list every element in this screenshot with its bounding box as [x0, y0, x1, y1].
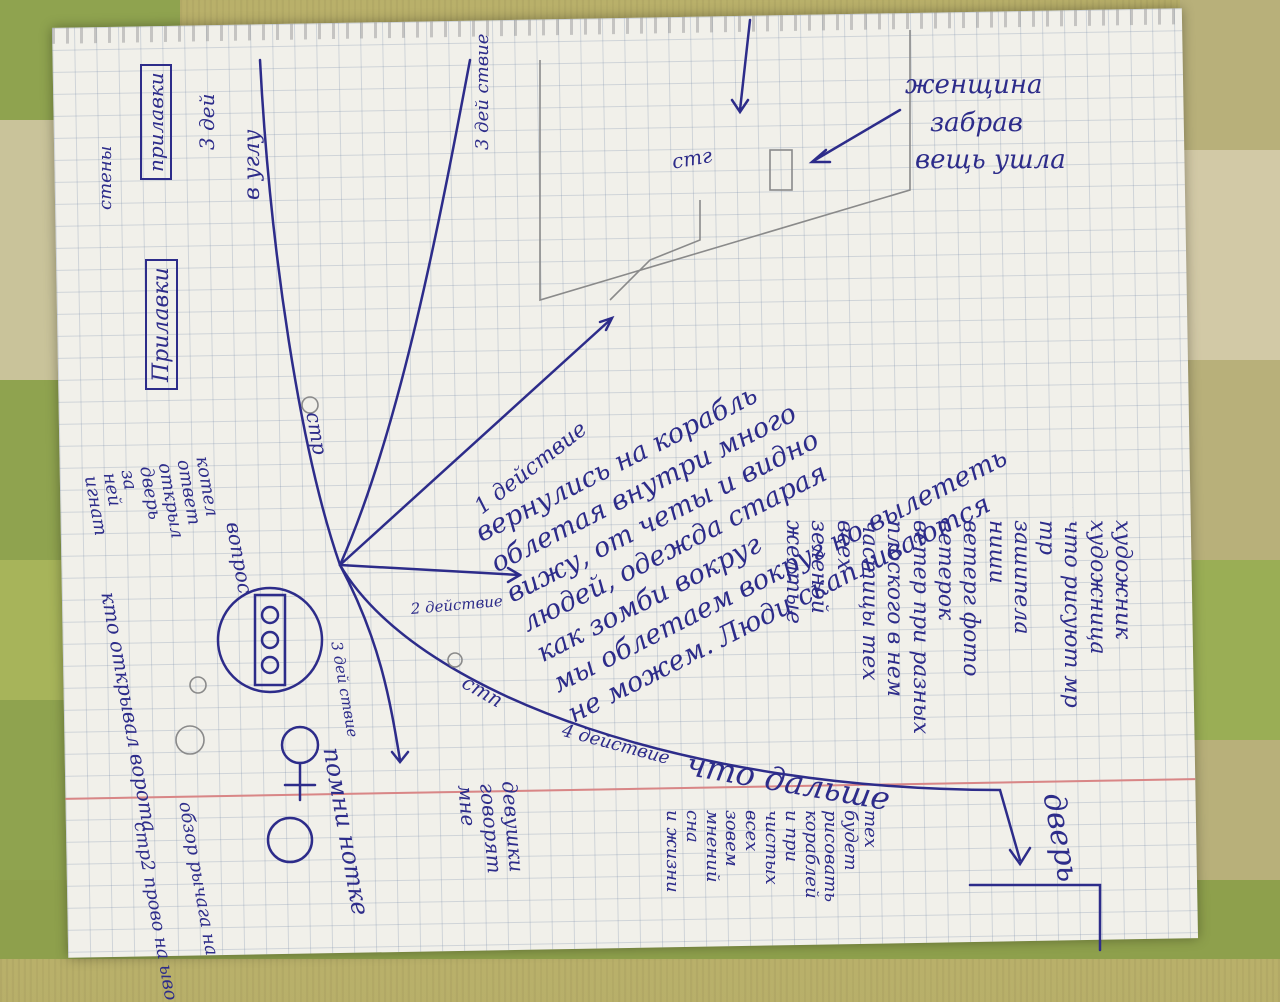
pencil-room [539, 30, 911, 302]
note-tri-dey: 3 дей [195, 93, 219, 150]
ray-4-action [338, 563, 1022, 862]
br-line: тех [860, 810, 881, 848]
ray-left [258, 58, 342, 567]
sketch-drawing [175, 18, 1102, 952]
note-steny: стены [95, 145, 116, 210]
ray-3-action [338, 563, 402, 762]
br-line: чистых [761, 810, 783, 885]
right-line: художница [1084, 520, 1110, 655]
right-line: зеленой [806, 520, 832, 614]
br-line: кораблей [800, 810, 822, 899]
traffic-light-icon [253, 593, 287, 687]
br-line: рисовать [820, 810, 842, 903]
br-line: и при [780, 810, 802, 863]
right-line: частицы тех [857, 520, 883, 681]
tablecloth-block [0, 560, 70, 700]
ray-to-top [338, 58, 472, 567]
right-paragraph: художник художница что рисуют мр тр заши… [781, 520, 1135, 734]
note-prilavki-bottom: Прилавки [145, 259, 178, 390]
br-line: и жизни [662, 810, 684, 893]
label-deystvie-top: 3 дей ствие [472, 33, 493, 150]
bottom-center-paragraph: девушки говорят мне [453, 780, 529, 877]
br-line: всех [741, 810, 763, 852]
note-woman-line1: женщина [905, 70, 1043, 100]
note-woman-line3: вещь ушла [915, 145, 1066, 175]
br-line: сна [681, 810, 703, 843]
female-symbol-icon [280, 725, 320, 765]
bottom-right-paragraph: тех будет рисовать кораблей и при чистых… [662, 810, 881, 903]
br-line: будет [840, 810, 862, 871]
right-line: всех [831, 520, 857, 571]
ray-2-action [338, 563, 522, 577]
pencil-door-icon [769, 149, 793, 191]
right-line: желтые [781, 520, 807, 624]
right-line: ветерок [932, 520, 958, 621]
circle-symbol [216, 586, 324, 694]
door-icon [968, 883, 1102, 952]
face-icon [266, 816, 314, 864]
note-prilavki-top: прилавки [140, 64, 172, 180]
right-line: ниши [983, 520, 1009, 584]
br-line: мнений [701, 810, 723, 883]
right-line: плоского в нем [882, 520, 908, 698]
right-line: тр [1034, 520, 1060, 555]
tablecloth-block [1180, 150, 1280, 360]
br-line: зовем [721, 810, 743, 867]
right-line: зашипела [1008, 520, 1034, 635]
tablecloth-block [1180, 560, 1280, 740]
note-woman-line2: забрав [930, 108, 1023, 138]
right-line: ветер при разных [907, 520, 933, 735]
right-line: художник [1110, 520, 1135, 640]
note-v-ulu: в углу [240, 129, 265, 200]
pencil-figure-icon [301, 396, 319, 414]
ray-1-action [338, 318, 612, 567]
right-line: ветерг фото [958, 520, 984, 677]
right-line: что рисуют мр [1059, 520, 1085, 708]
